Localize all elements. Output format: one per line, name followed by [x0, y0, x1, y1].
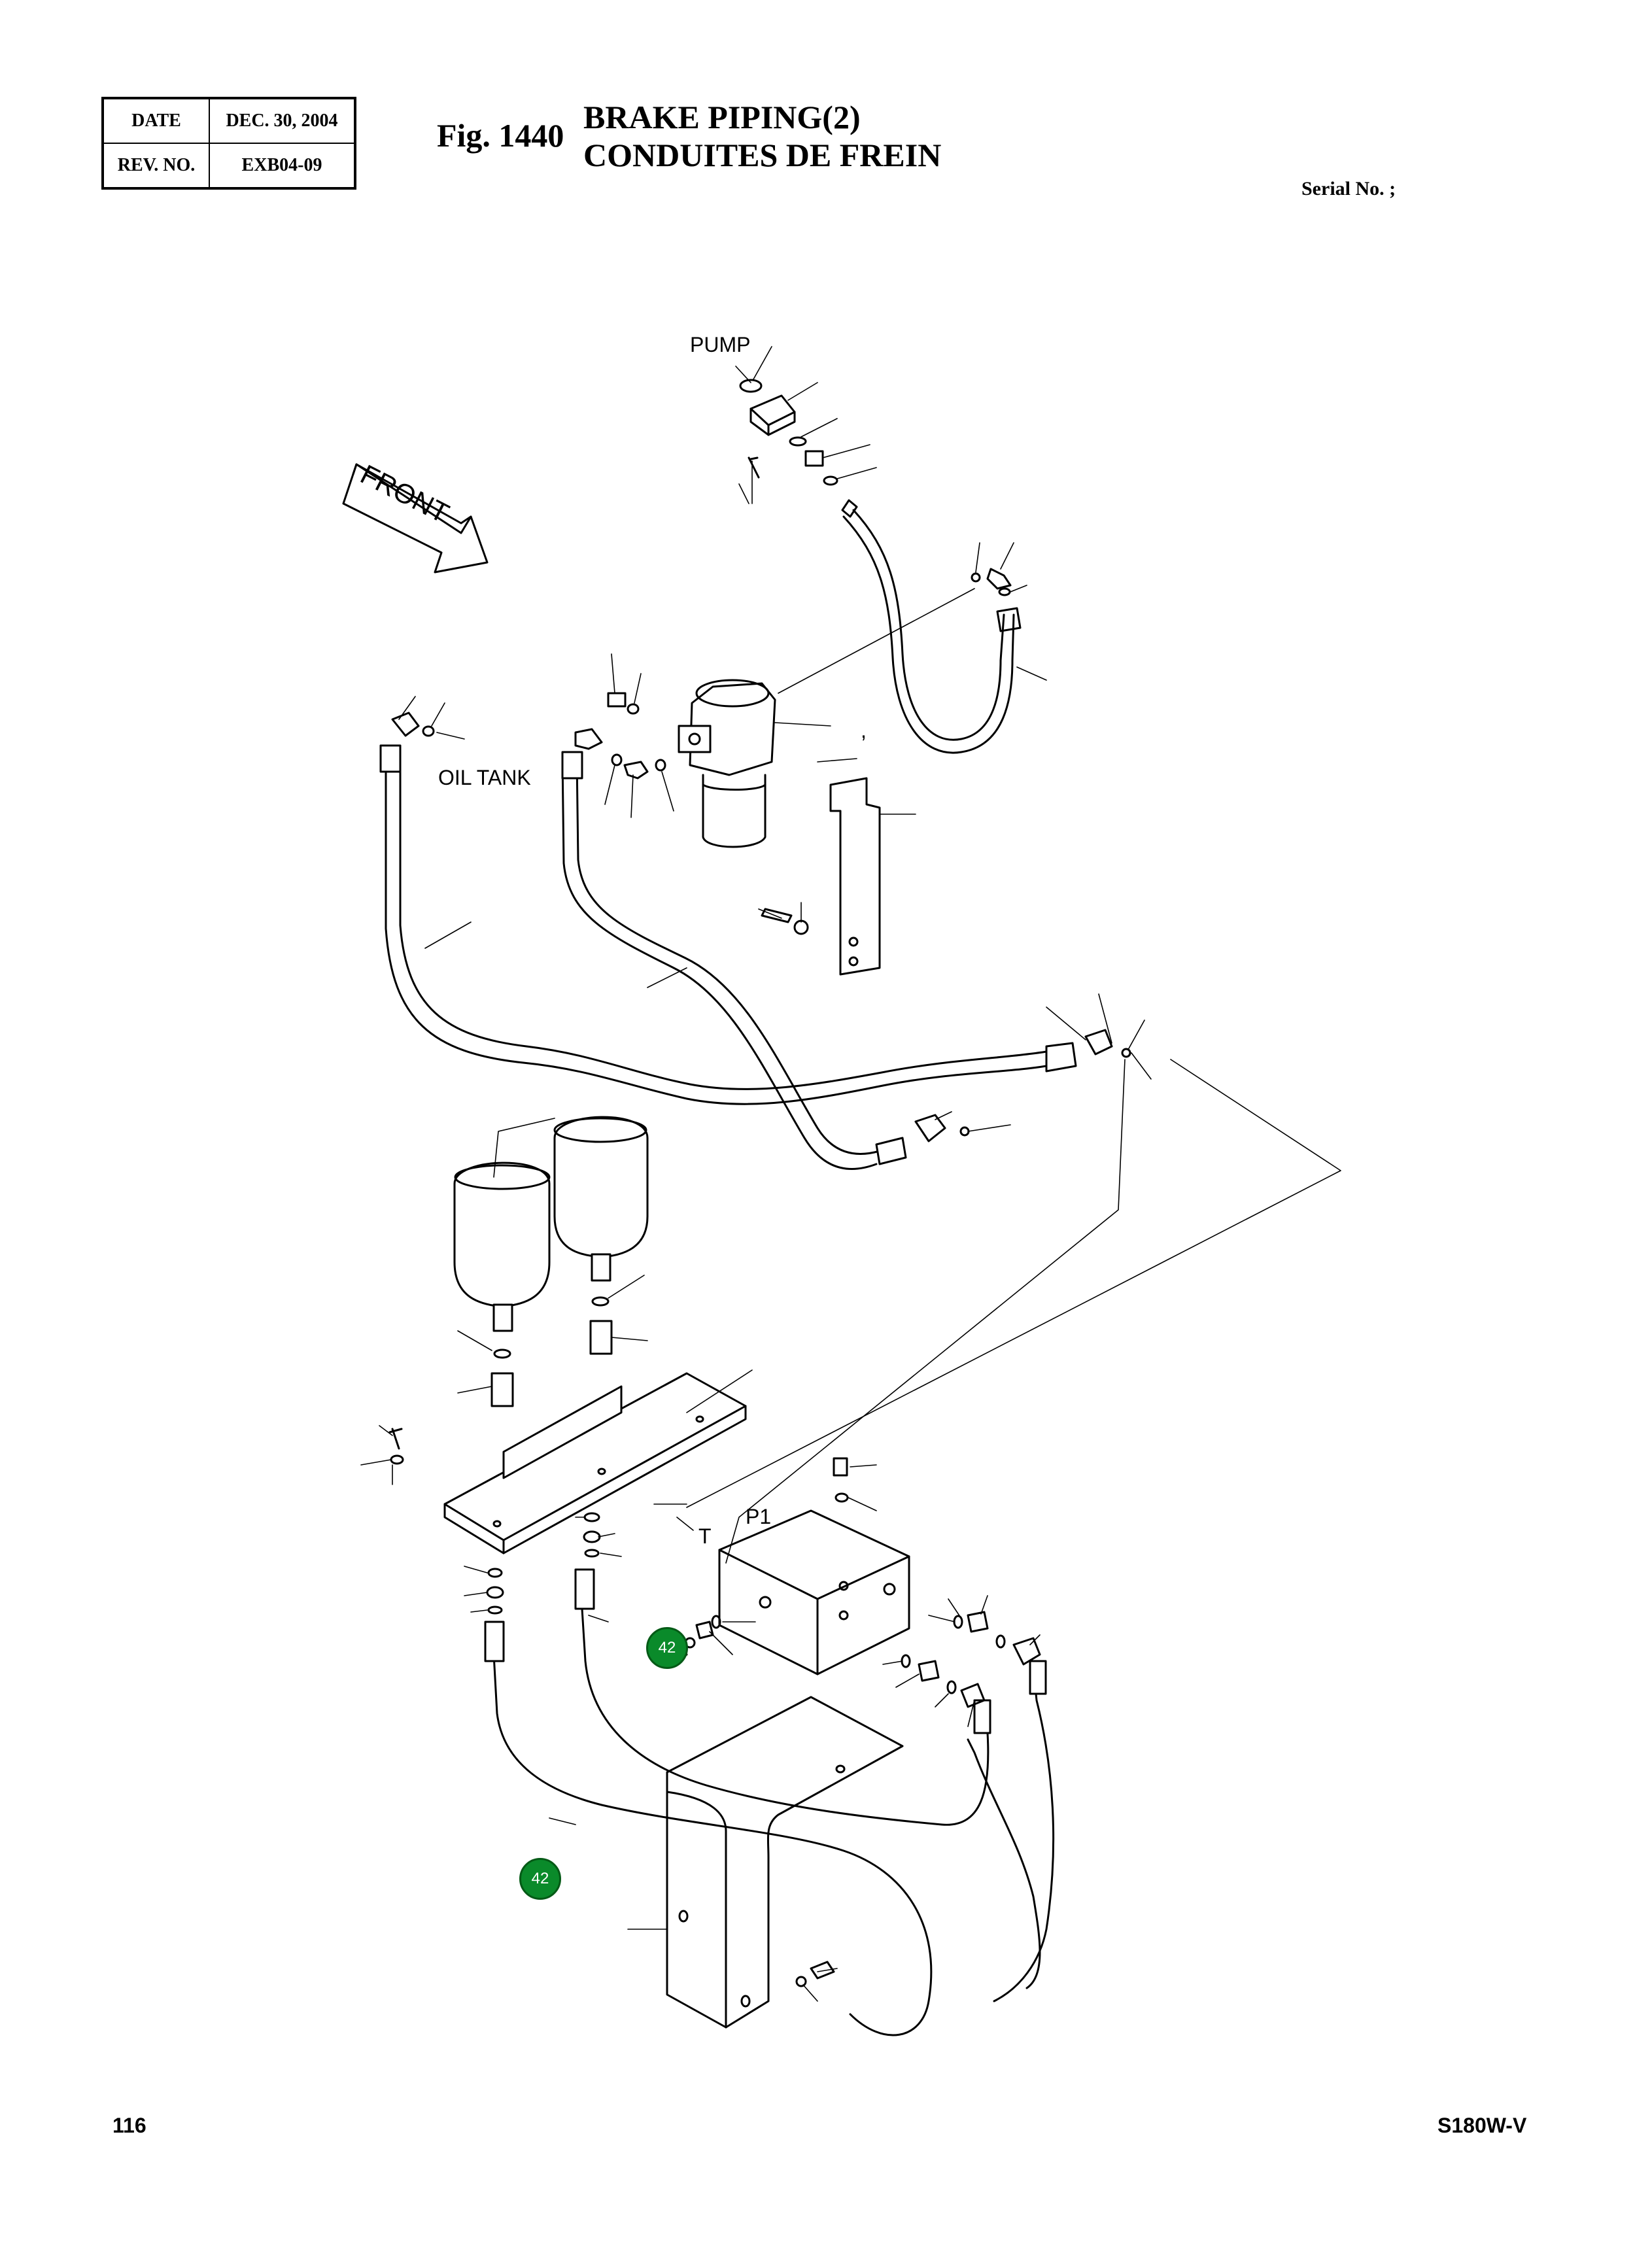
- pump-fittings: [739, 379, 1022, 754]
- rev-value: EXB04-09: [209, 143, 356, 189]
- rev-label: REV. NO.: [102, 143, 210, 189]
- port-p1-label: P1: [746, 1505, 771, 1528]
- pump-label: PUMP: [690, 333, 750, 356]
- valve-block: [718, 1457, 910, 1675]
- figure-number: Fig. 1440: [437, 117, 564, 154]
- callout-badge[interactable]: 42: [646, 1627, 688, 1669]
- leader-lines: [360, 346, 1341, 2002]
- serial-number: Serial No. ;: [1301, 178, 1396, 199]
- revision-table: DATE DEC. 30, 2004 REV. NO. EXB04-09: [101, 97, 356, 190]
- accumulators: [453, 1116, 649, 1407]
- date-value: DEC. 30, 2004: [209, 97, 356, 144]
- return-hoses: [379, 744, 1131, 1170]
- title-english: BRAKE PIPING(2): [583, 99, 861, 135]
- port-t-label: T: [698, 1524, 712, 1548]
- model-name: S180W-V: [1437, 2114, 1527, 2137]
- comma-mark: ,: [861, 719, 867, 742]
- callout-badge[interactable]: 42: [519, 1858, 561, 1900]
- mounting-plate: [388, 1372, 747, 1554]
- lower-hoses: [484, 1512, 1055, 2036]
- filter-housing: [391, 679, 881, 976]
- page-number: 116: [112, 2114, 146, 2137]
- oil-tank-label: OIL TANK: [438, 766, 531, 789]
- figure-title: BRAKE PIPING(2) CONDUITES DE FREIN: [583, 98, 941, 174]
- lower-bracket: [666, 1696, 904, 2029]
- title-french: CONDUITES DE FREIN: [583, 137, 942, 173]
- front-arrow: [342, 463, 489, 574]
- date-label: DATE: [102, 97, 210, 144]
